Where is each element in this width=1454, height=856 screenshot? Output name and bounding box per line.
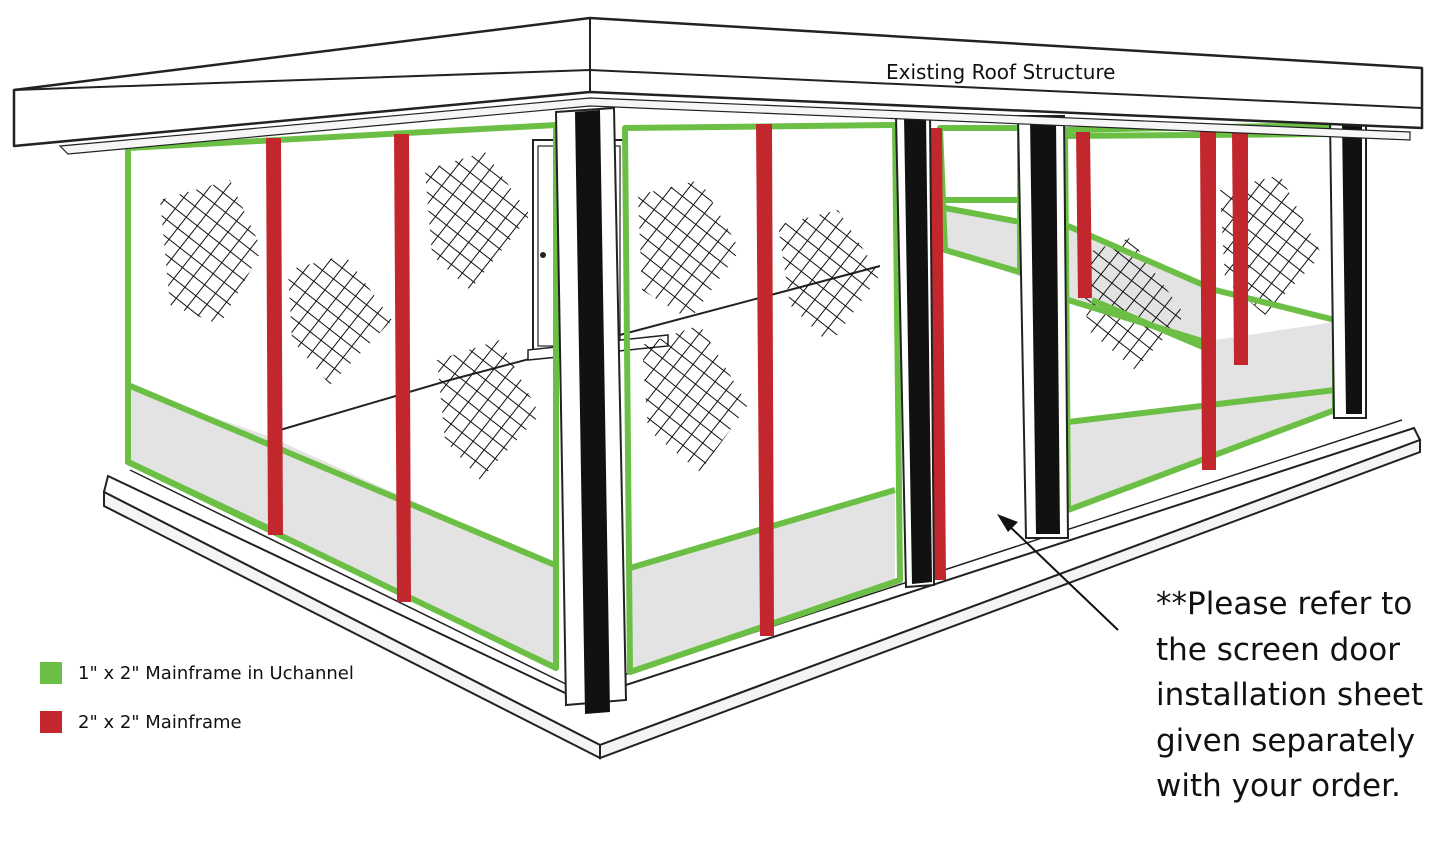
annotation-arrow [997,514,1119,631]
legend-label: 2" x 2" Mainframe [78,711,242,733]
screen-mesh [160,152,1322,480]
uchannel-frame-front-wall [622,122,903,675]
legend-label: 1" x 2" Mainframe in Uchannel [78,662,354,684]
arrow-head-icon [997,514,1018,532]
screen-door-note: **Please refer to the screen door instal… [1156,582,1446,810]
floor-slab [102,419,1422,760]
legend-swatch-green [40,662,62,684]
note-line: with your order. [1156,768,1401,804]
roof [12,16,1424,155]
note-line: the screen door [1156,631,1400,668]
door-knob-icon [540,252,546,258]
roof-label: Existing Roof Structure [886,60,1116,84]
note-line: **Please refer to [1156,586,1413,622]
legend-swatch-red [40,711,62,733]
note-line: installation sheet [1156,677,1424,713]
legend-item-mainframe: 2" x 2" Mainframe [40,709,354,735]
legend: 1" x 2" Mainframe in Uchannel 2" x 2" Ma… [40,660,354,758]
posts [554,106,1367,714]
note-line: given separately [1156,722,1416,759]
legend-item-uchannel: 1" x 2" Mainframe in Uchannel [40,660,354,686]
